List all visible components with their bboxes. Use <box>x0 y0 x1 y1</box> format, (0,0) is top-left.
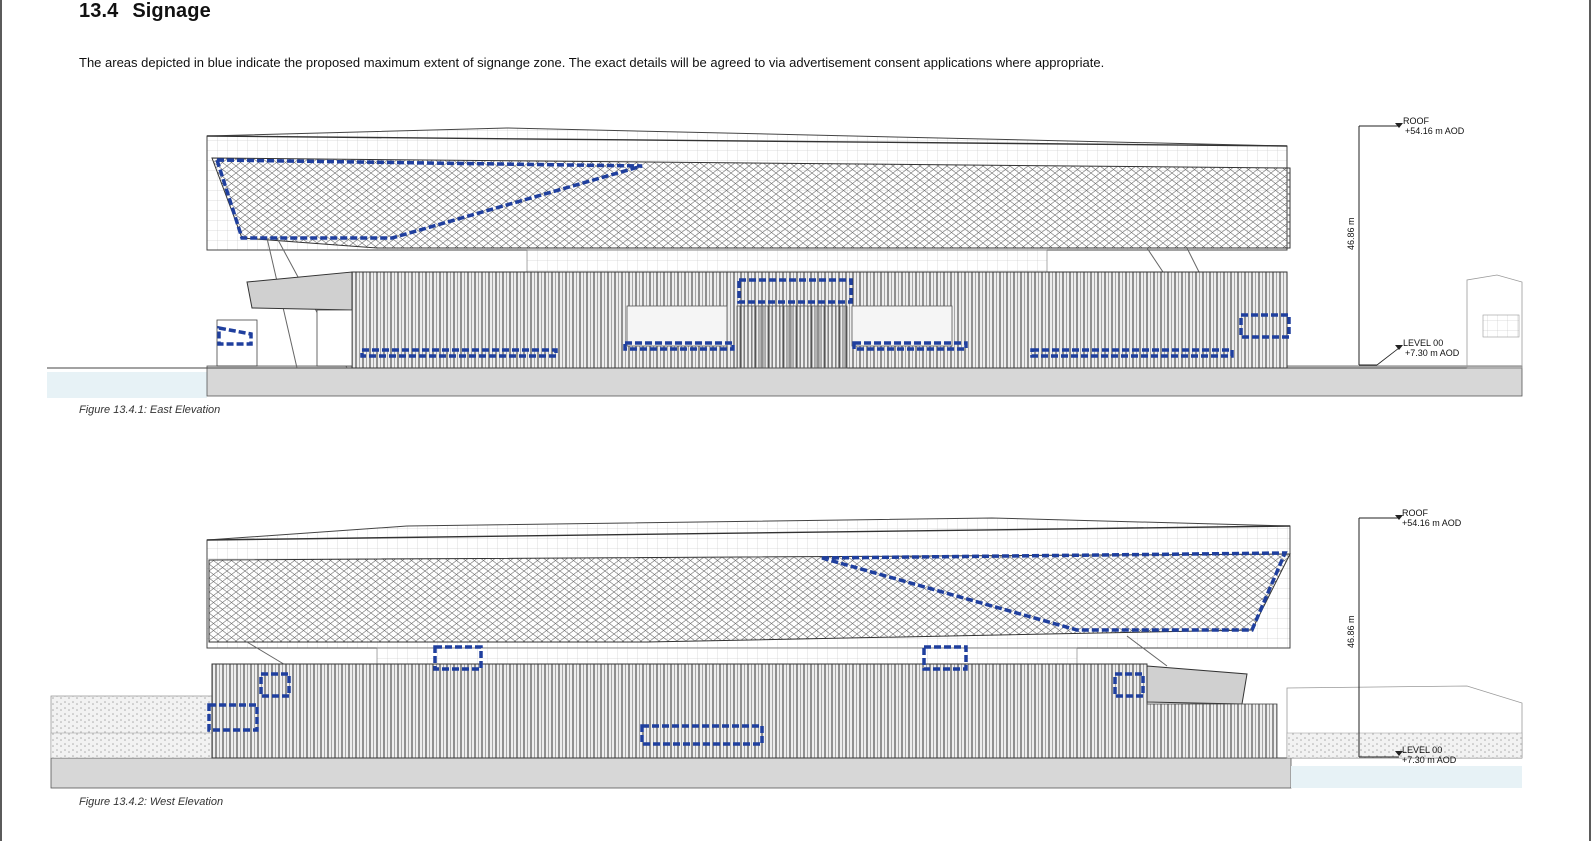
signage-zone-base-4 <box>1030 348 1234 358</box>
east-elevation-drawing: ROOF +54.16 m AOD LEVEL 00 +7.30 m AOD 4… <box>47 116 1523 398</box>
signage-zone-upper-right <box>922 645 968 671</box>
ground-plinth <box>50 757 1292 789</box>
ground-plinth <box>206 365 1523 397</box>
west-elevation-figure: ROOF +54.16 m AOD LEVEL 00 +7.30 m AOD 4… <box>47 508 1547 793</box>
figure-caption-west: Figure 13.4.2: West Elevation <box>79 796 224 808</box>
figure-caption-east: Figure 13.4.1: East Elevation <box>79 404 221 416</box>
signage-zone-base-2 <box>623 341 735 351</box>
roof-mesh-cladding <box>211 157 1291 249</box>
intro-paragraph: The areas depicted in blue indicate the … <box>79 55 1105 70</box>
signage-zone-base-1 <box>360 348 558 358</box>
section-heading: 13.4 Signage <box>79 0 211 23</box>
east-elevation-figure: ROOF +54.16 m AOD LEVEL 00 +7.30 m AOD 4… <box>47 110 1547 405</box>
signage-zones-east <box>214 158 1291 358</box>
signage-zone-mid-right <box>1113 672 1145 698</box>
signage-zone-center-upper <box>737 278 853 304</box>
signage-zone-roof-left <box>214 158 643 240</box>
level-label: LEVEL 00 <box>1403 338 1443 348</box>
level-label: LEVEL 00 <box>1402 745 1442 755</box>
water-strip <box>1291 766 1522 788</box>
signage-zone-roof-right <box>821 551 1288 632</box>
water-strip <box>47 372 207 398</box>
roof-value: +54.16 m AOD <box>1402 518 1462 528</box>
level-value: +7.30 m AOD <box>1405 348 1460 358</box>
signage-zones-west <box>207 551 1288 746</box>
roof-label: ROOF <box>1402 508 1429 518</box>
roof-label: ROOF <box>1403 116 1430 126</box>
height-dimension-value: 46.86 m <box>1346 217 1356 250</box>
section-number: 13.4 <box>79 0 119 22</box>
signage-zone-left-pavilion <box>217 325 253 346</box>
signage-zone-upper-left <box>433 645 483 671</box>
height-dimension-value: 46.86 m <box>1346 615 1356 648</box>
west-elevation-drawing: ROOF +54.16 m AOD LEVEL 00 +7.30 m AOD 4… <box>50 508 1523 789</box>
roof-value: +54.16 m AOD <box>1405 126 1465 136</box>
signage-zone-right-panel <box>1239 313 1291 339</box>
signage-zone-base-center <box>640 724 764 746</box>
section-title: Signage <box>132 0 211 22</box>
signage-zone-mid-left <box>259 672 291 698</box>
level-value: +7.30 m AOD <box>1402 755 1457 765</box>
signage-zone-base-3 <box>852 341 968 351</box>
roof-mesh-cladding <box>208 553 1291 643</box>
signage-zone-left-panel <box>207 703 259 732</box>
